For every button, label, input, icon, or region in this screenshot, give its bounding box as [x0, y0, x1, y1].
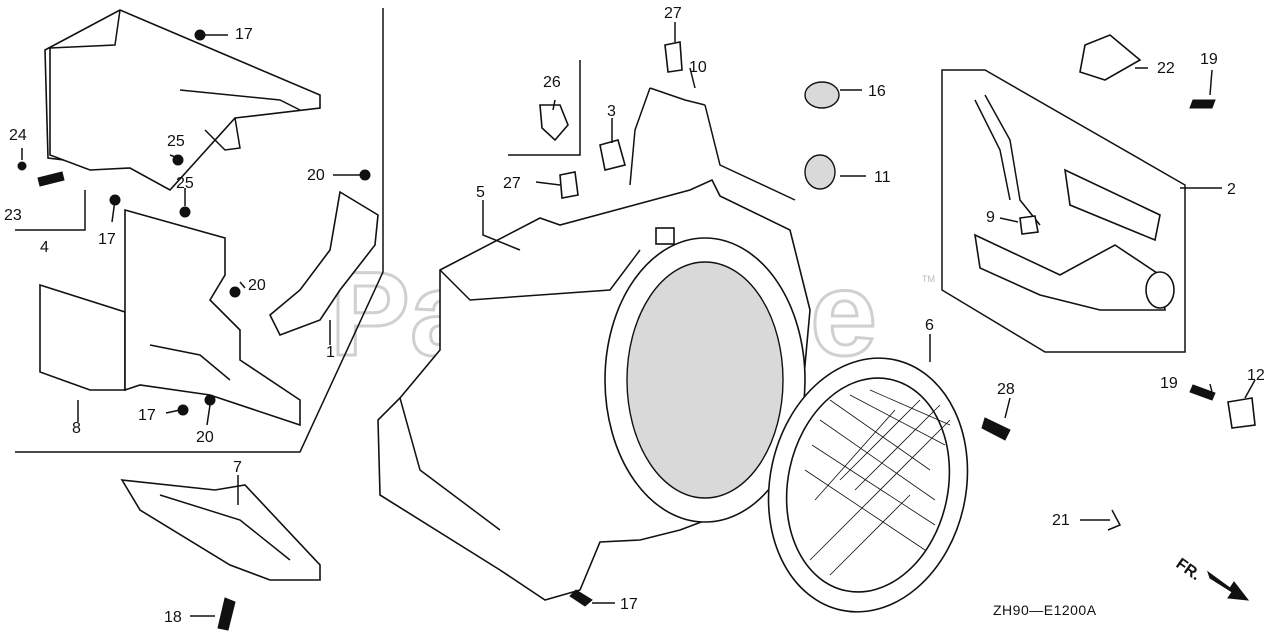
trademark: TM [922, 274, 935, 284]
label-2: 2 [1227, 181, 1236, 198]
label-7: 7 [233, 459, 242, 476]
part-27-clip-left [559, 171, 579, 199]
part-3-clip [599, 139, 626, 171]
label-20: 20 [307, 167, 325, 184]
label-25: 25 [167, 133, 185, 150]
label-25: 25 [176, 175, 194, 192]
group-outline-left [15, 8, 384, 453]
label-16: 16 [868, 83, 886, 100]
part-12-clip [1227, 397, 1256, 429]
label-19: 19 [1200, 51, 1218, 68]
part-18-bolt [217, 597, 236, 631]
callout-labels: 17 24 25 25 20 23 4 17 20 1 17 8 20 7 5 … [4, 5, 1265, 626]
label-1: 1 [326, 344, 335, 361]
label-17: 17 [138, 407, 156, 424]
part-20-bolt-upper [359, 169, 371, 181]
label-26: 26 [543, 74, 561, 91]
screen-part-6 [767, 357, 969, 613]
label-4: 4 [40, 239, 49, 256]
part-21-clip [1107, 509, 1122, 531]
part-19-bolt-top [1189, 99, 1216, 109]
label-18: 18 [164, 609, 182, 626]
bracket-4-23-24 [15, 190, 86, 231]
part-25-nut-lower [179, 206, 191, 218]
part-9-clip [1019, 215, 1039, 235]
label-8: 8 [72, 420, 81, 437]
label-20: 20 [248, 277, 266, 294]
label-10: 10 [689, 59, 707, 76]
part-11-switch [804, 154, 836, 190]
part-27-clip-top [664, 41, 683, 73]
label-28: 28 [997, 381, 1015, 398]
front-label: FR. [1173, 555, 1204, 584]
part-19-bolt-low [1189, 384, 1216, 401]
part-16-grommet [804, 81, 840, 109]
part-23-bolt [37, 171, 65, 187]
upper-shroud-part [44, 9, 321, 192]
lower-shroud-part-8 [39, 208, 301, 427]
label-17: 17 [98, 231, 116, 248]
label-12: 12 [1247, 367, 1265, 384]
part-20-bolt-lower [204, 394, 216, 406]
baffle-part-1 [269, 190, 379, 337]
part-26-plug [539, 104, 569, 142]
label-24: 24 [9, 127, 27, 144]
group-outline-right [941, 69, 1186, 353]
label-17: 17 [235, 26, 253, 43]
fan-shroud-part-5 [377, 178, 811, 601]
control-box-part-2 [973, 94, 1175, 311]
label-17: 17 [620, 596, 638, 613]
label-6: 6 [925, 317, 934, 334]
front-direction-marker: FR. [1173, 555, 1250, 601]
label-22: 22 [1157, 60, 1175, 77]
label-20: 20 [196, 429, 214, 446]
part-17-bolt-bottom [569, 589, 593, 607]
part-22-clip [1079, 34, 1142, 81]
part-20-bolt-mid [229, 286, 241, 298]
leader-lines [21, 22, 1256, 617]
label-5: 5 [476, 184, 485, 201]
part-10-cable [649, 87, 706, 106]
label-9: 9 [986, 209, 995, 226]
label-27: 27 [503, 175, 521, 192]
label-23: 23 [4, 207, 22, 224]
part-24-washer [17, 161, 27, 171]
part-28-bolt [981, 417, 1011, 441]
label-19: 19 [1160, 375, 1178, 392]
front-arrow-icon [1207, 570, 1250, 601]
label-3: 3 [607, 103, 616, 120]
label-21: 21 [1052, 512, 1070, 529]
group-outline-26 [508, 60, 581, 156]
diagram-code: ZH90—E1200A [993, 602, 1097, 618]
bottom-plate-part-7 [120, 479, 321, 581]
label-11: 11 [874, 169, 891, 186]
small-parts [17, 29, 1256, 631]
label-27: 27 [664, 5, 682, 22]
